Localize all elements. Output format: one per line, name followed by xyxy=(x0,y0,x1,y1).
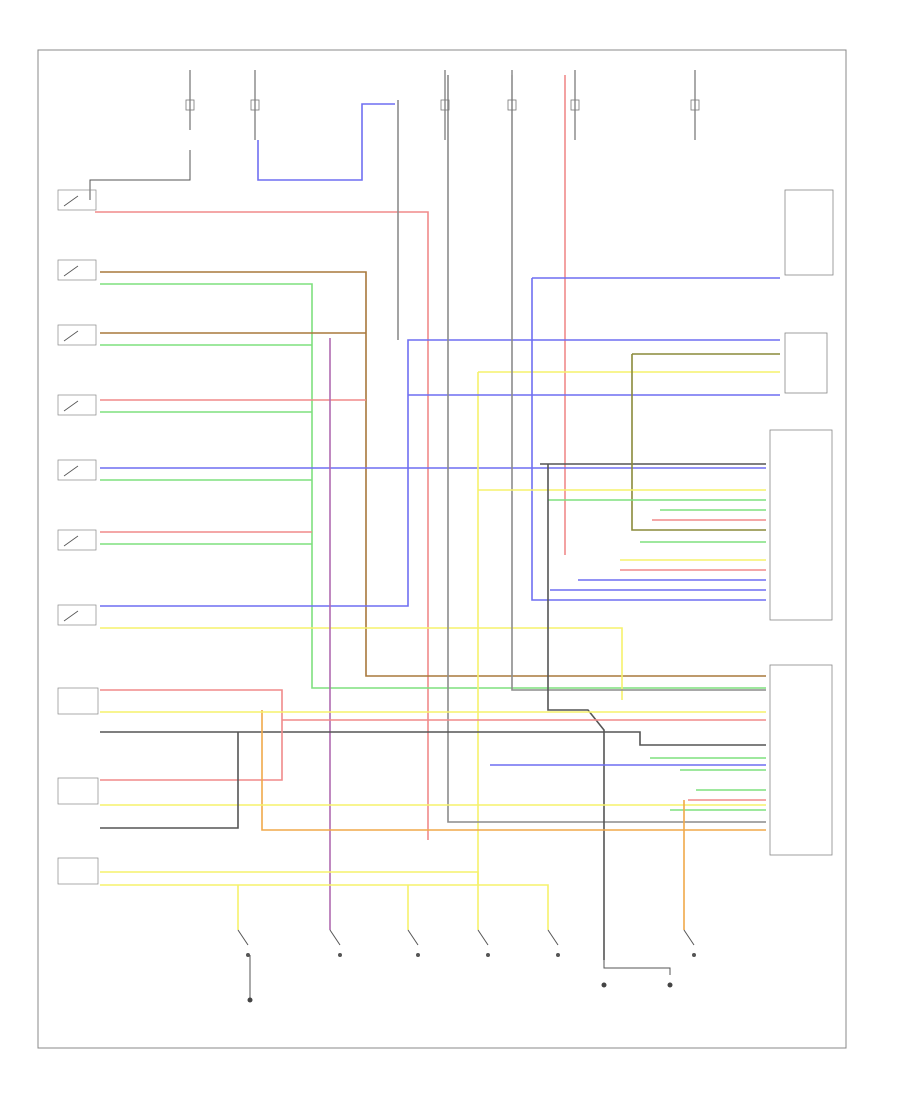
wire-gray-32 xyxy=(511,75,766,691)
wire-red-46 xyxy=(100,689,283,781)
bottom-switch-4 xyxy=(547,929,559,946)
door-switch-6 xyxy=(57,604,97,626)
lock-actuator-0 xyxy=(57,687,99,715)
control-unit-upper xyxy=(769,429,833,621)
wire-yellow-22 xyxy=(100,627,623,700)
relay-module-mid xyxy=(784,332,828,394)
relay-module-top xyxy=(784,189,834,276)
bottom-switch-node-4 xyxy=(556,953,560,957)
ground-point-b xyxy=(601,982,607,988)
ground-point-c xyxy=(667,982,673,988)
switch-contact-0 xyxy=(63,195,79,207)
wire-black-63 xyxy=(603,960,671,975)
door-switch-3 xyxy=(57,394,97,416)
component-layer xyxy=(57,99,834,1003)
wire-orange-48 xyxy=(261,710,766,831)
door-switch-1 xyxy=(57,259,97,281)
door-switch-4 xyxy=(57,459,97,481)
bottom-switch-node-1 xyxy=(338,953,342,957)
bottom-switch-3 xyxy=(477,929,489,946)
wire-yellow-58 xyxy=(100,884,549,930)
door-switch-5 xyxy=(57,529,97,551)
diagram-frame xyxy=(37,49,847,1049)
fuse-2 xyxy=(440,99,450,111)
fuse-4 xyxy=(570,99,580,111)
wire-olive-30 xyxy=(631,354,766,531)
door-switch-2 xyxy=(57,324,97,346)
bottom-switch-2 xyxy=(407,929,419,946)
ground-point-a xyxy=(247,997,253,1003)
switch-contact-2 xyxy=(63,330,79,342)
wire-black-7 xyxy=(89,150,191,200)
bottom-switch-5 xyxy=(683,929,695,946)
switch-contact-3 xyxy=(63,400,79,412)
lock-actuator-2 xyxy=(57,857,99,885)
wire-green-11 xyxy=(100,283,766,689)
wire-black-51 xyxy=(100,732,239,829)
bottom-switch-node-2 xyxy=(416,953,420,957)
bottom-switch-node-0 xyxy=(246,953,250,957)
wire-brown-10 xyxy=(100,271,766,677)
control-unit-lower xyxy=(769,664,833,856)
door-switch-0 xyxy=(57,189,97,211)
bottom-switch-1 xyxy=(329,929,341,946)
bottom-switch-node-5 xyxy=(692,953,696,957)
wire-black-45 xyxy=(100,731,766,746)
fuse-5 xyxy=(690,99,700,111)
switch-contact-1 xyxy=(63,265,79,277)
fuse-0 xyxy=(185,99,195,111)
lock-actuator-1 xyxy=(57,777,99,805)
fuse-3 xyxy=(507,99,517,111)
wire-yellow-57 xyxy=(100,871,479,930)
wire-blue-27 xyxy=(531,278,766,601)
switch-contact-4 xyxy=(63,465,79,477)
wire-black-44 xyxy=(547,464,605,960)
wire-blue-6 xyxy=(257,103,395,181)
bottom-switch-0 xyxy=(237,929,249,946)
switch-contact-6 xyxy=(63,610,79,622)
bottom-switch-node-3 xyxy=(486,953,490,957)
wire-layer xyxy=(89,70,780,1000)
switch-contact-5 xyxy=(63,535,79,547)
wire-blue-21 xyxy=(100,339,780,607)
wire-gray-31 xyxy=(447,75,766,823)
wire-red-8 xyxy=(95,211,429,840)
fuse-1 xyxy=(250,99,260,111)
